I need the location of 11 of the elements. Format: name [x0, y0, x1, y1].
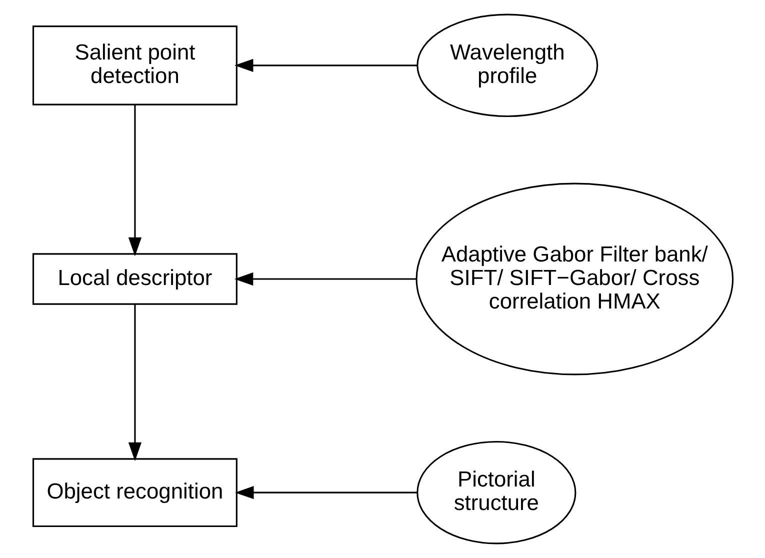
arrow [128, 104, 142, 256]
arrow [128, 304, 142, 462]
node-ellipse: Pictorial structure [416, 440, 576, 544]
node-box: Object recognition [32, 458, 237, 528]
node-ellipse: Adaptive Gabor Filter bank/ SIFT/ SIFT−Gabor/ Cross correlation HMAX [415, 182, 734, 376]
node-ellipse: Wavelength profile [416, 14, 598, 118]
node-box: Local descriptor [32, 253, 237, 305]
arrow [234, 58, 416, 72]
arrow [234, 272, 416, 286]
arrow [234, 486, 416, 500]
node-box: Salient point detection [32, 26, 237, 106]
